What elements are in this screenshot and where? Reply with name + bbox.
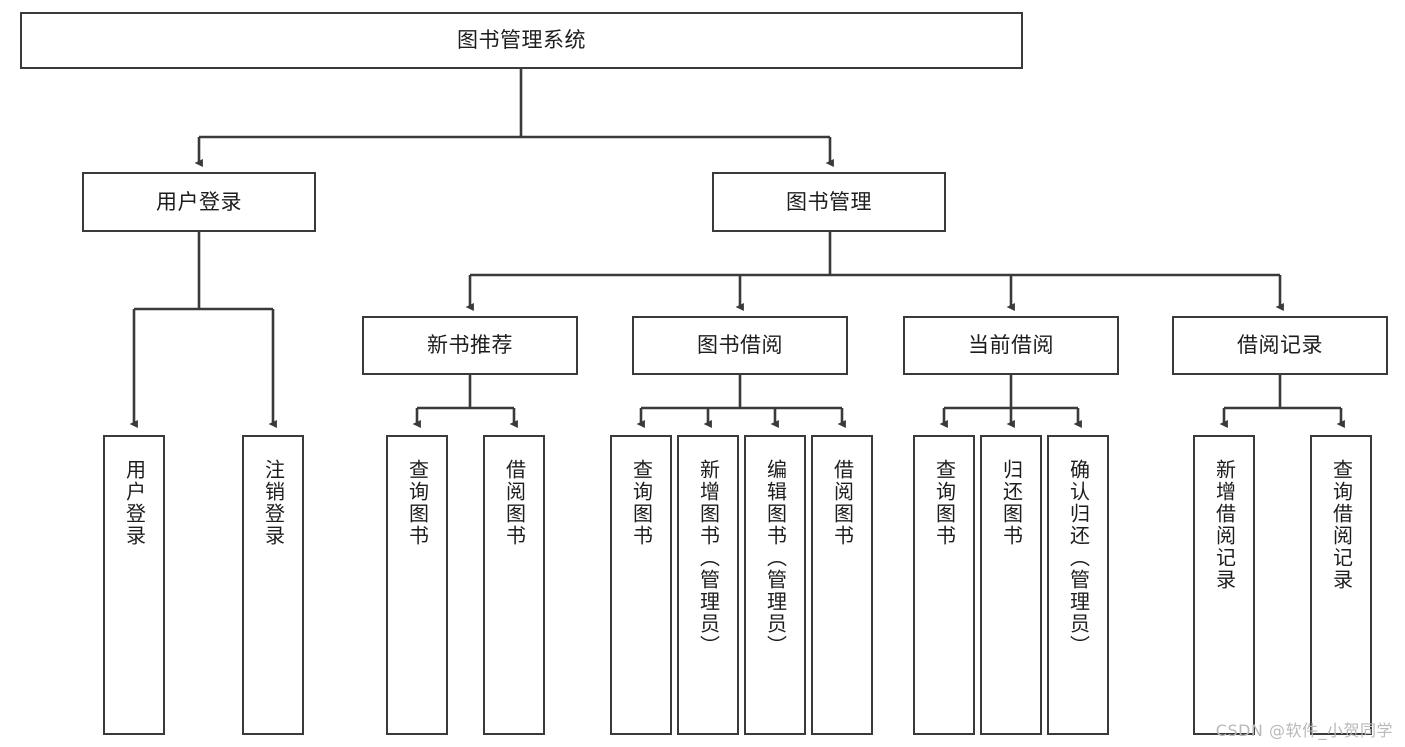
node-leaf-add-record[interactable]: 新增借阅记录 xyxy=(1193,435,1255,735)
node-root-label: 图书管理系统 xyxy=(457,28,586,53)
node-borrow-record[interactable]: 借阅记录 xyxy=(1172,316,1388,375)
node-leaf-query-book-1-label: 查询图书 xyxy=(405,459,430,547)
node-leaf-user-login-label: 用户登录 xyxy=(122,459,147,547)
node-leaf-add-record-label: 新增借阅记录 xyxy=(1212,459,1237,591)
node-leaf-query-record-label: 查询借阅记录 xyxy=(1329,459,1354,591)
node-book-borrow-label: 图书借阅 xyxy=(697,333,783,358)
node-leaf-return-book[interactable]: 归还图书 xyxy=(980,435,1042,735)
node-leaf-logout-login-label: 注销登录 xyxy=(261,459,286,547)
node-leaf-query-book-1[interactable]: 查询图书 xyxy=(386,435,448,735)
node-leaf-edit-book-label: 编辑图书（管理员） xyxy=(763,459,788,657)
node-leaf-user-login[interactable]: 用户登录 xyxy=(103,435,165,735)
node-book-manage-label: 图书管理 xyxy=(786,189,872,214)
node-user-login-label: 用户登录 xyxy=(156,189,242,214)
node-leaf-confirm-return-label: 确认归还（管理员） xyxy=(1066,459,1091,657)
node-current-borrow[interactable]: 当前借阅 xyxy=(903,316,1119,375)
node-leaf-add-book[interactable]: 新增图书（管理员） xyxy=(677,435,739,735)
node-borrow-record-label: 借阅记录 xyxy=(1237,333,1323,358)
csdn-watermark: CSDN @软件_小贺同学 xyxy=(1215,721,1393,740)
node-leaf-query-book-3[interactable]: 查询图书 xyxy=(913,435,975,735)
node-new-book-recommend[interactable]: 新书推荐 xyxy=(362,316,578,375)
node-leaf-edit-book[interactable]: 编辑图书（管理员） xyxy=(744,435,806,735)
node-book-borrow[interactable]: 图书借阅 xyxy=(632,316,848,375)
node-leaf-query-book-2[interactable]: 查询图书 xyxy=(610,435,672,735)
node-leaf-borrow-book-1-label: 借阅图书 xyxy=(502,459,527,547)
node-leaf-return-book-label: 归还图书 xyxy=(999,459,1024,547)
node-root[interactable]: 图书管理系统 xyxy=(20,12,1023,69)
node-new-book-recommend-label: 新书推荐 xyxy=(427,333,513,358)
node-leaf-borrow-book-2-label: 借阅图书 xyxy=(830,459,855,547)
node-leaf-query-book-2-label: 查询图书 xyxy=(629,459,654,547)
node-leaf-borrow-book-1[interactable]: 借阅图书 xyxy=(483,435,545,735)
node-leaf-confirm-return[interactable]: 确认归还（管理员） xyxy=(1047,435,1109,735)
node-leaf-query-book-3-label: 查询图书 xyxy=(932,459,957,547)
node-leaf-add-book-label: 新增图书（管理员） xyxy=(696,459,721,657)
node-book-manage[interactable]: 图书管理 xyxy=(712,172,946,232)
node-leaf-borrow-book-2[interactable]: 借阅图书 xyxy=(811,435,873,735)
node-current-borrow-label: 当前借阅 xyxy=(968,333,1054,358)
node-user-login[interactable]: 用户登录 xyxy=(82,172,316,232)
node-leaf-logout-login[interactable]: 注销登录 xyxy=(242,435,304,735)
node-leaf-query-record[interactable]: 查询借阅记录 xyxy=(1310,435,1372,735)
